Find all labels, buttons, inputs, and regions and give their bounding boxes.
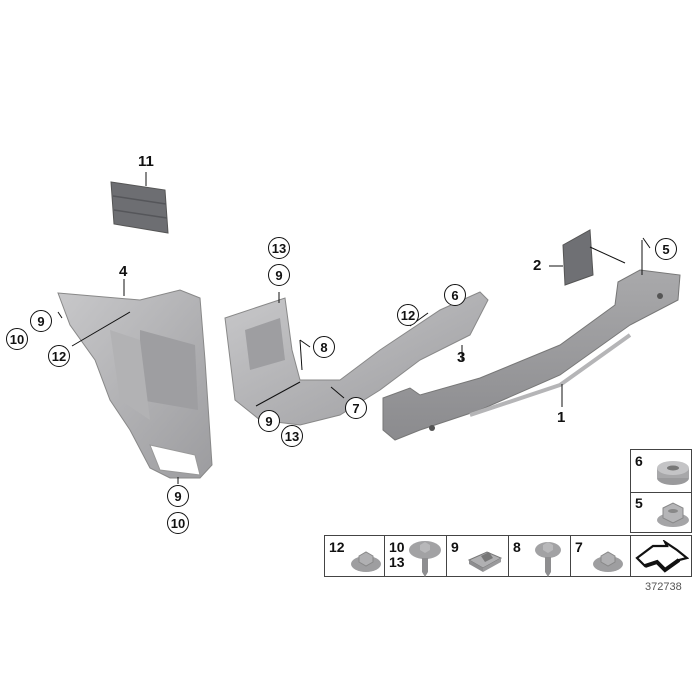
- callout-5: 5: [655, 238, 677, 260]
- legend-number: 5: [635, 495, 643, 511]
- callout-13-top: 13: [268, 237, 290, 259]
- callout-7: 7: [345, 397, 367, 419]
- legend-cell-7: 7: [571, 536, 631, 576]
- legend-number: 6: [635, 453, 643, 469]
- legend-number: 9: [451, 539, 459, 555]
- callout-1: 1: [557, 409, 566, 426]
- callout-9-lower: 9: [258, 410, 280, 432]
- spacer-bushing-icon: [657, 461, 689, 485]
- part-1-bumper-beam: [382, 269, 681, 441]
- callout-12-rail: 12: [397, 304, 419, 326]
- part-4-left-bracket: [57, 289, 213, 479]
- fastener-legend-side: 6 5: [630, 449, 692, 533]
- legend-cell-direction: [631, 536, 693, 576]
- legend-number: 10 13: [389, 539, 405, 570]
- part-11-vent-grille: [110, 181, 169, 234]
- legend-cell-8: 8: [509, 536, 571, 577]
- legend-cell-10-13: 10 13: [385, 536, 447, 577]
- part-2-plate: [562, 229, 594, 286]
- clip-nut-icon: [467, 551, 503, 572]
- fastener-legend-bottom: 12 10 13 9 8 7: [324, 535, 692, 577]
- legend-cell-6: 6: [631, 450, 691, 493]
- callout-8: 8: [313, 336, 335, 358]
- screw-with-washer-icon: [409, 541, 441, 577]
- callout-10-left: 10: [6, 328, 28, 350]
- callout-9-bottom: 9: [167, 485, 189, 507]
- callout-11: 11: [138, 153, 154, 170]
- hex-collar-nut-icon: [593, 551, 623, 572]
- callout-12-left: 12: [48, 345, 70, 367]
- callout-3: 3: [457, 349, 466, 366]
- flange-nut-icon: [657, 502, 689, 527]
- legend-cell-12: 12: [325, 536, 385, 576]
- legend-cell-9: 9: [447, 536, 509, 576]
- diagram-reference-number: 372738: [645, 581, 682, 593]
- callout-2: 2: [533, 257, 542, 274]
- vehicle-direction-arrow-icon: [635, 540, 689, 573]
- legend-number: 12: [329, 539, 345, 555]
- callout-6: 6: [444, 284, 466, 306]
- callout-4: 4: [119, 263, 128, 280]
- callout-10-bottom: 10: [167, 512, 189, 534]
- callout-9-left: 9: [30, 310, 52, 332]
- self-tapping-screw-icon: [535, 542, 561, 577]
- legend-number: 8: [513, 539, 521, 555]
- hex-collar-nut-icon: [351, 551, 381, 572]
- legend-cell-5: 5: [631, 492, 691, 534]
- part-3-side-carrier: [224, 291, 489, 426]
- callout-9-top: 9: [268, 264, 290, 286]
- leader-lines: [57, 172, 651, 484]
- callout-13-lower: 13: [281, 425, 303, 447]
- legend-number: 7: [575, 539, 583, 555]
